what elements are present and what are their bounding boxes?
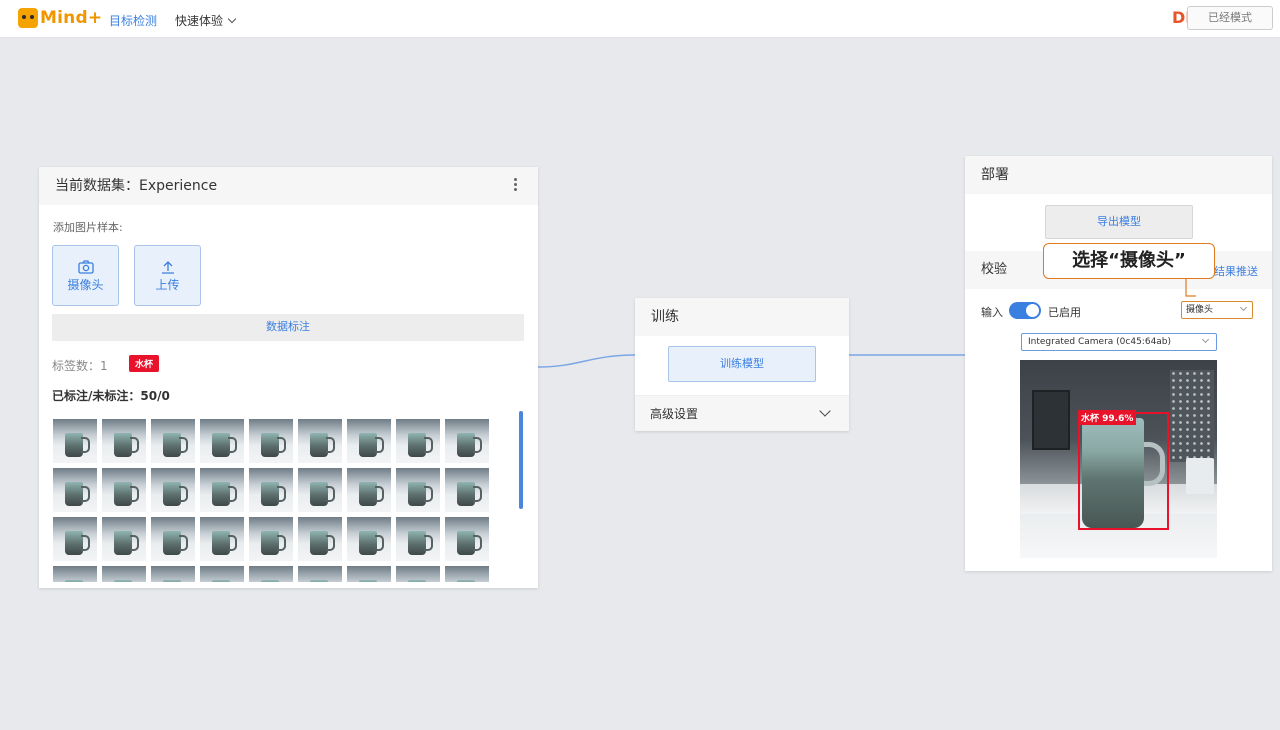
sample-thumbnail[interactable] bbox=[151, 468, 195, 512]
preview-pegboard bbox=[1170, 370, 1214, 462]
train-panel: 训练 训练模型 高级设置 bbox=[635, 298, 849, 431]
sample-thumbnail[interactable] bbox=[53, 517, 97, 561]
train-title: 训练 bbox=[635, 298, 849, 336]
thumbnail-scrollbar[interactable] bbox=[519, 411, 523, 509]
input-toggle[interactable] bbox=[1009, 302, 1041, 319]
preview-cup bbox=[1082, 418, 1144, 528]
sample-thumbnail[interactable] bbox=[102, 566, 146, 582]
sample-thumbnail[interactable] bbox=[151, 517, 195, 561]
camera-preview: 水杯 99.6% bbox=[1020, 360, 1217, 558]
annotate-button[interactable]: 数据标注 bbox=[52, 314, 524, 341]
dataset-panel: 当前数据集：Experience 添加图片样本: 摄像头 上传 数据标注 标签数… bbox=[39, 167, 538, 588]
detection-box bbox=[1078, 412, 1169, 530]
sample-thumbnail[interactable] bbox=[347, 468, 391, 512]
detection-label: 水杯 99.6% bbox=[1078, 410, 1137, 425]
mode-button[interactable]: 已经模式 bbox=[1187, 6, 1273, 30]
instruction-callout: 选择“摄像头” bbox=[1043, 243, 1215, 279]
sample-thumbnail[interactable] bbox=[53, 468, 97, 512]
upload-icon bbox=[161, 261, 174, 274]
camera-source-label: 摄像头 bbox=[67, 278, 104, 292]
thumbnail-grid bbox=[53, 419, 498, 582]
sample-thumbnail[interactable] bbox=[396, 517, 440, 561]
camera-source-button[interactable]: 摄像头 bbox=[52, 245, 119, 306]
sample-thumbnail[interactable] bbox=[53, 419, 97, 463]
tag-badge[interactable]: 水杯 bbox=[129, 355, 160, 372]
app-logo[interactable]: Mind+ bbox=[18, 8, 102, 28]
deploy-title: 部署 bbox=[965, 156, 1272, 194]
nav-object-detection[interactable]: 目标检测 bbox=[109, 14, 158, 28]
dataset-title: 当前数据集：Experience bbox=[39, 167, 538, 205]
camera-device-value: Integrated Camera (0c45:64ab) bbox=[1028, 337, 1172, 347]
chevron-down-icon bbox=[819, 405, 831, 417]
sample-thumbnail[interactable] bbox=[151, 566, 195, 582]
top-bar: Mind+ 目标检测 快速体验 DF 已经模式 bbox=[0, 0, 1280, 38]
preview-glass bbox=[1186, 458, 1214, 494]
sample-thumbnail[interactable] bbox=[151, 419, 195, 463]
sample-thumbnail[interactable] bbox=[347, 517, 391, 561]
sample-thumbnail[interactable] bbox=[445, 419, 489, 463]
sample-thumbnail[interactable] bbox=[298, 566, 342, 582]
sample-thumbnail[interactable] bbox=[396, 468, 440, 512]
sample-thumbnail[interactable] bbox=[249, 468, 293, 512]
add-samples-label: 添加图片样本: bbox=[53, 221, 123, 234]
sample-thumbnail[interactable] bbox=[102, 517, 146, 561]
deploy-panel: 部署 导出模型 校验 结果推送 输入 已启用 摄像头 Integrated Ca… bbox=[965, 156, 1272, 571]
mindplus-logo-icon bbox=[18, 8, 38, 28]
nav-quick-label: 快速体验 bbox=[175, 14, 224, 28]
sample-thumbnail[interactable] bbox=[249, 517, 293, 561]
sample-thumbnail[interactable] bbox=[200, 566, 244, 582]
preview-cup-handle bbox=[1141, 442, 1165, 486]
sample-thumbnail[interactable] bbox=[102, 419, 146, 463]
train-model-button[interactable]: 训练模型 bbox=[668, 346, 816, 382]
nav-quick-experience[interactable]: 快速体验 bbox=[175, 12, 237, 29]
sample-thumbnail[interactable] bbox=[249, 566, 293, 582]
advanced-settings[interactable]: 高级设置 bbox=[635, 395, 849, 431]
upload-button[interactable]: 上传 bbox=[134, 245, 201, 306]
sample-thumbnail[interactable] bbox=[200, 419, 244, 463]
input-label: 输入 bbox=[981, 306, 1003, 319]
sample-thumbnail[interactable] bbox=[347, 419, 391, 463]
sample-thumbnail[interactable] bbox=[298, 468, 342, 512]
app-name: Mind+ bbox=[40, 8, 103, 28]
toggle-state-label: 已启用 bbox=[1048, 306, 1081, 319]
preview-monitor bbox=[1032, 390, 1070, 450]
chevron-down-icon bbox=[1201, 335, 1210, 344]
sample-thumbnail[interactable] bbox=[200, 468, 244, 512]
sample-thumbnail[interactable] bbox=[445, 566, 489, 582]
camera-icon bbox=[77, 260, 94, 274]
sample-thumbnail[interactable] bbox=[53, 566, 97, 582]
chevron-down-icon bbox=[1239, 303, 1248, 312]
sample-thumbnail[interactable] bbox=[200, 517, 244, 561]
result-push-link[interactable]: 结果推送 bbox=[1214, 265, 1258, 278]
callout-pointer bbox=[1185, 278, 1196, 297]
sample-thumbnail[interactable] bbox=[445, 468, 489, 512]
annotated-count: 已标注/未标注：50/0 bbox=[52, 389, 170, 403]
upload-label: 上传 bbox=[155, 278, 180, 292]
sample-thumbnail[interactable] bbox=[298, 517, 342, 561]
sample-thumbnail[interactable] bbox=[445, 517, 489, 561]
sample-thumbnail[interactable] bbox=[347, 566, 391, 582]
input-source-select[interactable]: 摄像头 bbox=[1181, 301, 1253, 319]
sample-thumbnail[interactable] bbox=[396, 566, 440, 582]
camera-device-select[interactable]: Integrated Camera (0c45:64ab) bbox=[1021, 333, 1217, 351]
advanced-settings-label: 高级设置 bbox=[650, 407, 699, 421]
sample-thumbnail[interactable] bbox=[298, 419, 342, 463]
chevron-down-icon bbox=[227, 14, 237, 24]
sample-thumbnail[interactable] bbox=[102, 468, 146, 512]
sample-thumbnail[interactable] bbox=[249, 419, 293, 463]
export-model-button[interactable]: 导出模型 bbox=[1045, 205, 1193, 239]
tag-count: 标签数：1 bbox=[52, 359, 108, 373]
more-icon[interactable] bbox=[514, 178, 518, 192]
input-source-value: 摄像头 bbox=[1186, 305, 1214, 315]
sample-thumbnail[interactable] bbox=[396, 419, 440, 463]
